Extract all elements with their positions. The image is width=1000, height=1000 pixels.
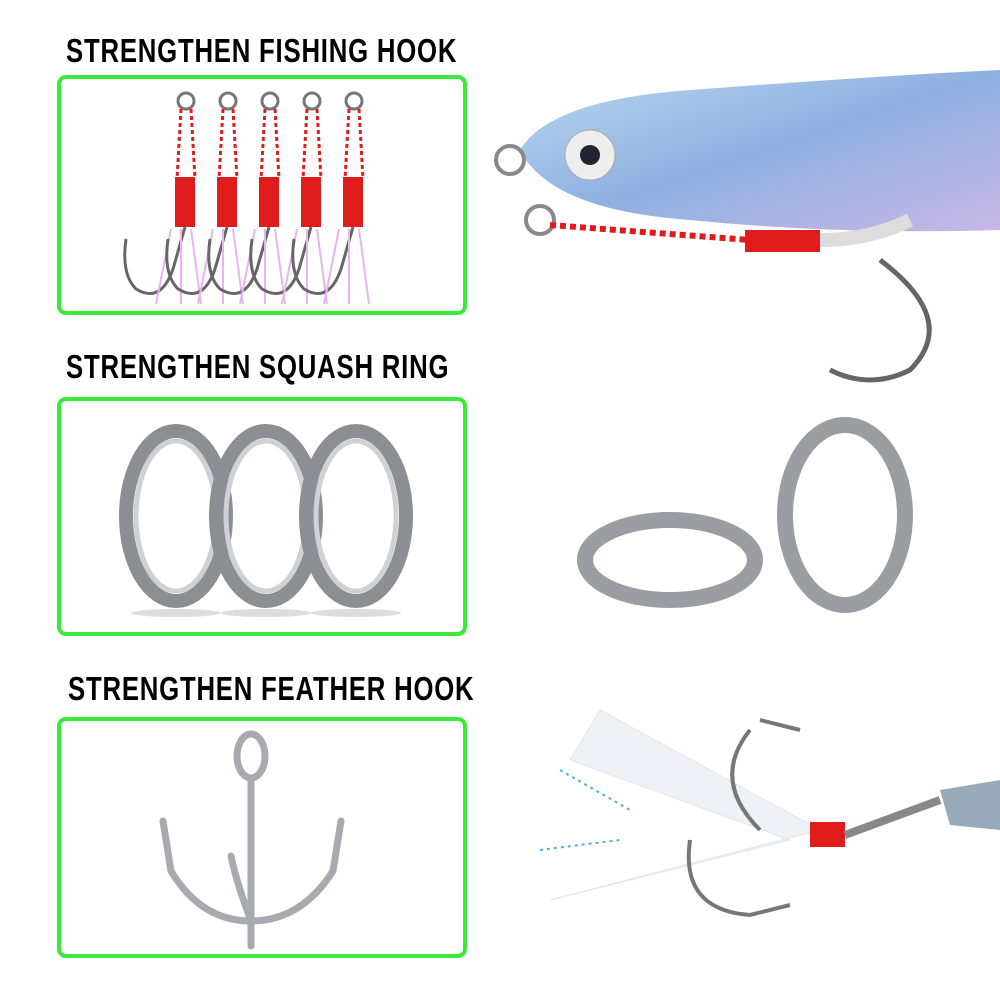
section-title-feather-hook: STRENGTHEN FEATHER HOOK [68, 670, 475, 707]
metal-jig-lure-image [494, 70, 1000, 383]
treble-hook-icon [159, 730, 345, 950]
section-title-fishing-hook: STRENGTHEN FISHING HOOK [66, 32, 458, 69]
feather-treble-hook-image [539, 709, 1000, 918]
fishing-hook-panel [57, 75, 467, 315]
assist-hooks-icon [123, 91, 371, 306]
feather-hook-panel [57, 717, 467, 958]
section-title-squash-ring: STRENGTHEN SQUASH RING [66, 348, 450, 385]
split-rings-image [577, 417, 913, 613]
split-rings-icon [119, 424, 463, 632]
squash-ring-panel [57, 397, 467, 636]
